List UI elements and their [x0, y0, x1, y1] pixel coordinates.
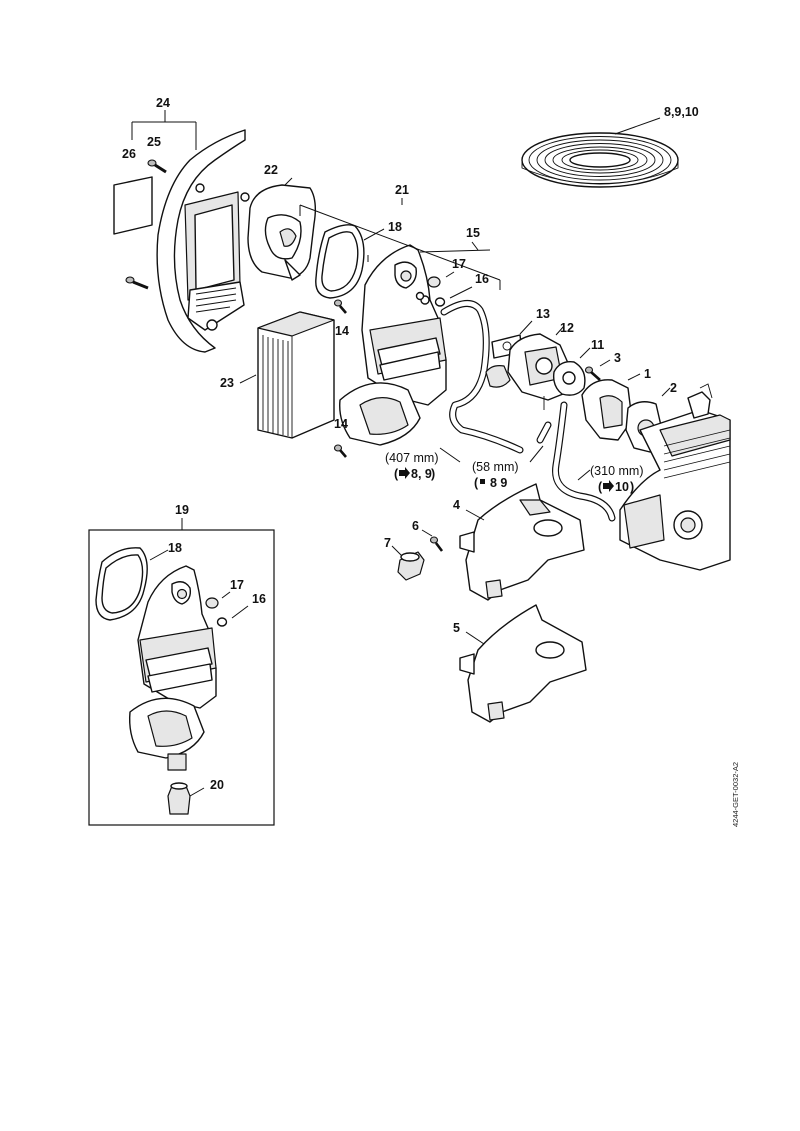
screw-14-lower-part: [333, 444, 347, 458]
callout-21: 21: [395, 183, 409, 197]
hose-notes: (407 mm) ( 8, 9 ) (58 mm) ( 8 9 (310 mm)…: [385, 451, 643, 494]
hose-58-length: (58 mm): [472, 460, 519, 474]
drawing-code: 4244-GET-0032-A2: [731, 762, 740, 827]
callout-23: 23: [220, 376, 234, 390]
label-plate-part: [113, 176, 153, 235]
callout-12: 12: [560, 321, 574, 335]
group-bracket-21: [299, 198, 501, 290]
filter-housing-part: [339, 244, 447, 446]
callout-1: 1: [644, 367, 651, 381]
nipple-16-inset-part: [216, 605, 249, 627]
callout-16-inset: 16: [252, 592, 266, 606]
callout-labels: 24 25 26 22 21 18 15 17 16 14 23 14 13 1…: [122, 96, 699, 792]
inset-box-19: [88, 518, 275, 826]
valve-20-part: [167, 782, 205, 815]
callout-22: 22: [264, 163, 278, 177]
inset-seal-part: [95, 547, 169, 621]
callout-13: 13: [536, 307, 550, 321]
grommet-17-inset-part: [205, 591, 231, 609]
air-filter-cover-part: [131, 110, 246, 353]
callout-2: 2: [670, 381, 677, 395]
hose-310-ref: 10: [615, 480, 629, 494]
screw-3-part: [584, 359, 611, 381]
hardware-small-part: [415, 291, 430, 305]
baffle-4-part: [459, 483, 585, 601]
filter-element-part: [239, 311, 335, 439]
screw-25-part: [147, 159, 167, 174]
hose-407-ref: 8, 9: [411, 467, 432, 481]
hose-407-open-paren: (: [394, 467, 399, 481]
callout-8-9-10: 8,9,10: [664, 105, 699, 119]
gasket-11-part: [552, 347, 591, 396]
fuel-hose-310-part: [552, 401, 616, 522]
callout-20: 20: [210, 778, 224, 792]
screw-6-part: [421, 529, 444, 552]
arrow-right-icon: [399, 467, 410, 479]
hose-310-open-paren: (: [598, 480, 603, 494]
callout-17-inset: 17: [230, 578, 244, 592]
plug-7-part: [391, 545, 425, 581]
callout-4: 4: [453, 498, 460, 512]
callout-6: 6: [412, 519, 419, 533]
callout-15: 15: [466, 226, 480, 240]
callout-3: 3: [614, 351, 621, 365]
callout-18-inset: 18: [168, 541, 182, 555]
air-filter-part: [247, 177, 317, 281]
callout-11: 11: [591, 338, 604, 352]
callout-19: 19: [175, 503, 189, 517]
hose-58-ref: 8 9: [490, 476, 507, 490]
gasket-coil-part: [521, 117, 679, 188]
callout-5: 5: [453, 621, 460, 635]
callout-7: 7: [384, 536, 391, 550]
callout-26: 26: [122, 147, 136, 161]
arrow-right-icon: [603, 480, 614, 492]
hose-58-open-paren: (: [474, 476, 479, 490]
shroud-screw-part: [125, 276, 149, 290]
screw-14-upper-part: [333, 299, 347, 314]
hose-407-close-paren: ): [431, 467, 435, 481]
callout-14-upper: 14: [335, 324, 349, 338]
callout-24: 24: [156, 96, 170, 110]
hose-310-length: (310 mm): [590, 464, 643, 478]
nipple-16-upper-part: [434, 286, 473, 307]
callout-25: 25: [147, 135, 161, 149]
impulse-hose-58-part: [529, 421, 552, 463]
callout-14-lower: 14: [334, 417, 348, 431]
callout-17-upper: 17: [452, 257, 466, 271]
hose-310-close-paren: ): [630, 480, 634, 494]
grommet-17-upper-part: [427, 271, 455, 288]
intake-flange-part: [581, 373, 641, 441]
fuel-hose-407-part: [439, 300, 524, 463]
callout-16-upper: 16: [475, 272, 489, 286]
square-bullet-icon: [480, 479, 485, 484]
baffle-5-part: [459, 604, 587, 723]
inset-housing-part: [128, 565, 217, 771]
callout-18-upper: 18: [388, 220, 402, 234]
engine-cylinder-part: [619, 383, 731, 571]
hose-407-length: (407 mm): [385, 451, 438, 465]
